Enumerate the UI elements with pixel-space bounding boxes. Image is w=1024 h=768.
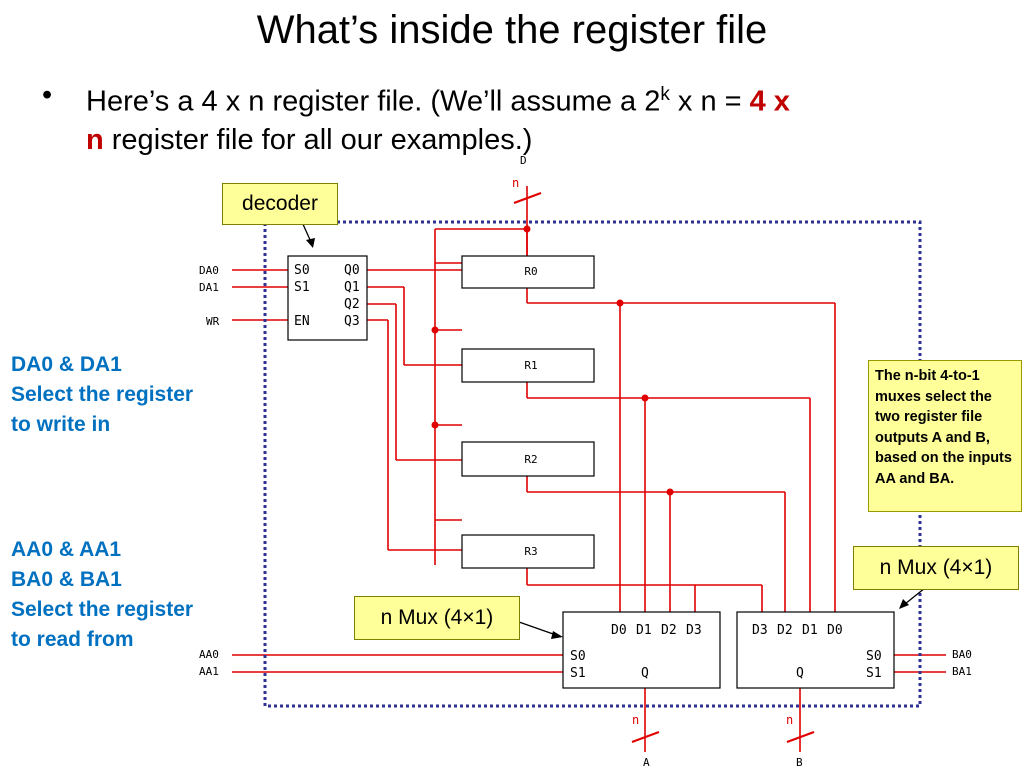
signal-labels: D DA0 DA1 WR AA0 AA1 BA0 BA1 A B — [199, 154, 972, 768]
da-select-label: DA0 & DA1 Select the register to write i… — [11, 350, 193, 440]
aa-ba-select-label: AA0 & AA1 BA0 & BA1 Select the register … — [11, 535, 193, 655]
mux-left-callout-arrow — [518, 621, 557, 636]
decoder-pin-s0: S0 — [294, 263, 310, 278]
mux-right-callout-arrow — [904, 587, 926, 605]
da-select-line: to write in — [11, 413, 111, 436]
bullet-prefix: Here’s a 4 x n register file. (We’ll ass… — [86, 85, 661, 118]
bullet-highlight-1: 4 x — [749, 85, 790, 118]
bullet-dot-icon: • — [42, 79, 53, 111]
junction-dot — [666, 488, 674, 496]
aa-ba-select-line: AA0 & AA1 — [11, 538, 122, 561]
register-label-r1: R1 — [524, 359, 537, 372]
mux-left-pin-d0: D0 — [611, 623, 627, 638]
mux-right-pin-s1: S1 — [866, 666, 882, 681]
decoder-pin-q0: Q0 — [344, 263, 360, 278]
bullet-middle: x n = — [669, 85, 750, 118]
signal-label-da1: DA1 — [199, 281, 219, 294]
mux-right-pin-s0: S0 — [866, 649, 882, 664]
aa-ba-select-line: Select the register — [11, 598, 194, 621]
mux-left-pin-d3: D3 — [686, 623, 702, 638]
junction-dot — [431, 421, 439, 429]
signal-label-wr: WR — [206, 315, 220, 328]
aa-ba-select-line: BA0 & BA1 — [11, 568, 122, 591]
mux-left-block: D0 D1 D2 D3 S0 S1 Q — [562, 611, 721, 689]
mux-right-pin-d2: D2 — [777, 623, 793, 638]
bus-width-label-b: n — [786, 713, 793, 727]
junction-dot — [431, 326, 439, 334]
signal-label-d: D — [520, 154, 527, 167]
signal-label-a: A — [643, 756, 650, 768]
signal-label-da0: DA0 — [199, 264, 219, 277]
mux-right-pin-d0: D0 — [827, 623, 843, 638]
bullet-text: Here’s a 4 x n register file. (We’ll ass… — [86, 76, 986, 159]
mux-explanation-note: The n-bit 4-to-1 muxes select the two re… — [868, 360, 1022, 512]
bus-tick-b — [786, 730, 815, 744]
bus-width-label-d: n — [512, 176, 519, 190]
signal-label-aa0: AA0 — [199, 648, 219, 661]
callout-arrows — [301, 221, 926, 639]
decoder-callout-arrow — [301, 221, 312, 243]
register-r3 — [461, 534, 595, 569]
signal-label-ba0: BA0 — [952, 648, 972, 661]
bus-tick-a — [631, 730, 660, 744]
mux-left-pin-s1: S1 — [570, 666, 586, 681]
mux-right-pin-d3: D3 — [752, 623, 768, 638]
junction-dots — [431, 225, 674, 496]
mux-left-pin-d2: D2 — [661, 623, 677, 638]
mux-right-pin-q: Q — [796, 666, 804, 681]
bullet-superscript: k — [660, 84, 670, 105]
junction-dot — [523, 225, 531, 233]
signal-label-aa1: AA1 — [199, 665, 219, 678]
aa-ba-select-line: to read from — [11, 628, 134, 651]
mux-right-box — [736, 611, 895, 689]
register-r0 — [461, 255, 595, 289]
decoder-pin-q3: Q3 — [344, 314, 360, 329]
junction-dot — [641, 394, 649, 402]
mux-left-pin-s0: S0 — [570, 649, 586, 664]
mux-right-block: D3 D2 D1 D0 S0 S1 Q — [736, 611, 895, 689]
register-label-r0: R0 — [524, 265, 537, 278]
da-select-line: Select the register — [11, 383, 194, 406]
junction-dot — [616, 299, 624, 307]
mux-left-box — [562, 611, 721, 689]
decoder-callout: decoder — [222, 183, 338, 225]
bullet-suffix: register file for all our examples.) — [103, 123, 533, 156]
bus-width-label-a: n — [632, 713, 639, 727]
mux-left-pin-d1: D1 — [636, 623, 652, 638]
decoder-pin-q1: Q1 — [344, 280, 360, 295]
decoder-callout-arrowhead — [306, 238, 315, 248]
da-select-line: DA0 & DA1 — [11, 353, 122, 376]
bus-width-ticks — [513, 191, 815, 744]
mux-left-callout: n Mux (4×1) — [354, 596, 520, 640]
mux-left-callout-arrowhead — [551, 631, 563, 639]
bullet-highlight-2: n — [86, 123, 104, 156]
register-r1 — [461, 348, 595, 383]
mux-right-callout: n Mux (4×1) — [853, 546, 1019, 590]
registers: R0 R1 R2 R3 — [461, 255, 595, 569]
register-label-r3: R3 — [524, 545, 537, 558]
signal-label-b: B — [796, 756, 803, 768]
decoder-pin-q2: Q2 — [344, 297, 360, 312]
register-r2 — [461, 441, 595, 477]
signal-label-ba1: BA1 — [952, 665, 972, 678]
mux-left-pin-q: Q — [641, 666, 649, 681]
mux-right-pin-d1: D1 — [802, 623, 818, 638]
mux-right-callout-arrowhead — [899, 599, 909, 609]
decoder-pin-s1: S1 — [294, 280, 310, 295]
decoder-pin-en: EN — [294, 314, 310, 329]
wires — [232, 186, 946, 752]
register-label-r2: R2 — [524, 453, 537, 466]
slide-title: What’s inside the register file — [256, 8, 768, 52]
decoder-box — [287, 255, 368, 341]
bus-width-labels: n n n — [512, 176, 793, 727]
bus-tick-d — [513, 191, 542, 205]
decoder-block: S0 S1 EN Q0 Q1 Q2 Q3 — [287, 255, 368, 341]
